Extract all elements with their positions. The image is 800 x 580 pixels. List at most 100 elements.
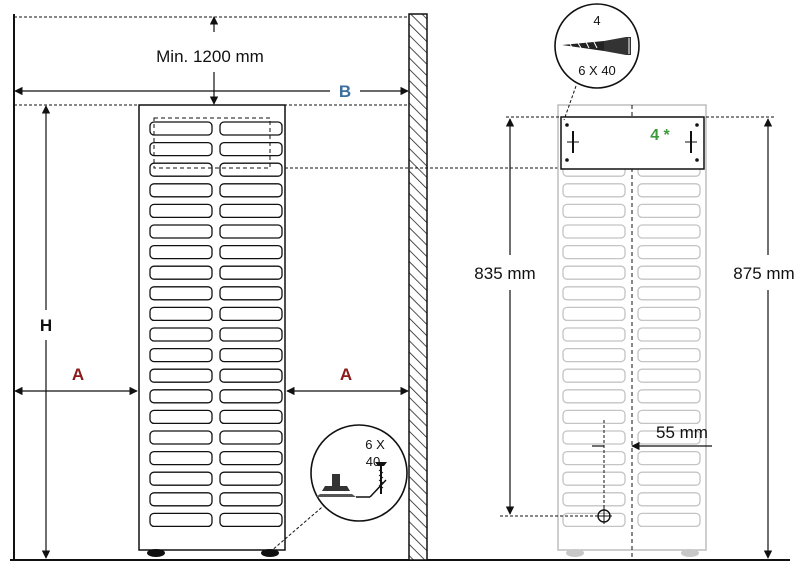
foot-screw-size-line1: 6 X [365, 437, 385, 452]
slat [149, 162, 213, 177]
a-dimension-right: A [286, 365, 409, 396]
slat [637, 492, 701, 507]
foot-detail-callout: 6 X 40 [269, 424, 408, 553]
label-875: 875 mm [733, 264, 794, 283]
mounting-bracket [560, 116, 705, 170]
front-view-slats [149, 121, 283, 528]
wood-screw-horizontal-icon [562, 37, 631, 55]
dimension-55: 55 mm [592, 423, 712, 451]
h-dimension: H [40, 105, 52, 559]
label-b: B [339, 82, 351, 101]
slat [149, 244, 213, 260]
radiator-front-view [138, 104, 286, 557]
slat [149, 450, 213, 466]
slat [219, 327, 283, 342]
dimension-835: 835 mm [474, 118, 536, 515]
slat [219, 244, 283, 260]
slat [562, 512, 626, 528]
slat [219, 121, 283, 136]
slat [219, 183, 283, 198]
slat [219, 512, 283, 528]
label-h: H [40, 316, 52, 335]
slat [637, 203, 701, 219]
slat [637, 512, 701, 528]
slat [219, 265, 283, 280]
top-screw-callout: 4 6 X 40 [554, 3, 640, 121]
slat [637, 244, 701, 260]
foot-screw-size-line2: 40 [366, 454, 380, 469]
label-a-right: A [340, 365, 352, 384]
slat [219, 389, 283, 404]
slat [219, 471, 283, 486]
slat [637, 347, 701, 363]
anchor-point-icon [596, 508, 612, 524]
slat [219, 286, 283, 301]
slat [562, 492, 626, 507]
slat [562, 450, 626, 466]
slat [149, 409, 213, 425]
slat [149, 327, 213, 342]
top-bracket-outline [153, 117, 271, 169]
slat [149, 492, 213, 507]
slat [562, 409, 626, 425]
slat [637, 183, 701, 198]
slat [149, 471, 213, 486]
rear-foot-left [566, 549, 584, 557]
slat [637, 389, 701, 404]
b-dimension: B [14, 82, 409, 101]
slat [219, 162, 283, 177]
slat [637, 286, 701, 301]
slat [149, 306, 213, 322]
slat [562, 286, 626, 301]
slat [149, 224, 213, 239]
foot-left [147, 549, 165, 557]
slat [562, 183, 626, 198]
radiator-rear-view: 4 * [557, 104, 707, 558]
slat [149, 368, 213, 383]
slat [149, 183, 213, 198]
slat [562, 224, 626, 239]
top-screw-size: 6 X 40 [578, 63, 616, 78]
slat [562, 327, 626, 342]
min-clearance-label: Min. 1200 mm [156, 47, 264, 66]
slat [219, 430, 283, 445]
a-dimension-left: A [14, 365, 138, 396]
bracket-screw-right [685, 123, 699, 162]
clearance-dimension: Min. 1200 mm [156, 16, 264, 105]
hatched-wall [408, 13, 428, 561]
adjustable-foot-icon [316, 474, 387, 498]
slat [562, 368, 626, 383]
slat [219, 450, 283, 466]
slat [562, 244, 626, 260]
mark-4star: 4 * [650, 127, 670, 144]
slat [637, 306, 701, 322]
slat [562, 203, 626, 219]
slat [562, 347, 626, 363]
slat [562, 471, 626, 486]
slat [219, 141, 283, 157]
slat [562, 389, 626, 404]
slat [562, 306, 626, 322]
slat [149, 203, 213, 219]
bracket-screw-left [565, 123, 579, 162]
slat [149, 121, 213, 136]
slat [219, 409, 283, 425]
slat [149, 430, 213, 445]
slat [149, 265, 213, 280]
slat [562, 430, 626, 445]
slat [637, 368, 701, 383]
slat [637, 430, 701, 445]
slat [219, 368, 283, 383]
slat [637, 327, 701, 342]
dimension-875: 875 mm [733, 118, 795, 559]
slat [219, 203, 283, 219]
slat [149, 286, 213, 301]
slat [637, 265, 701, 280]
label-a-left: A [72, 365, 84, 384]
slat [149, 347, 213, 363]
slat [637, 471, 701, 486]
slat [219, 347, 283, 363]
slat [149, 512, 213, 528]
